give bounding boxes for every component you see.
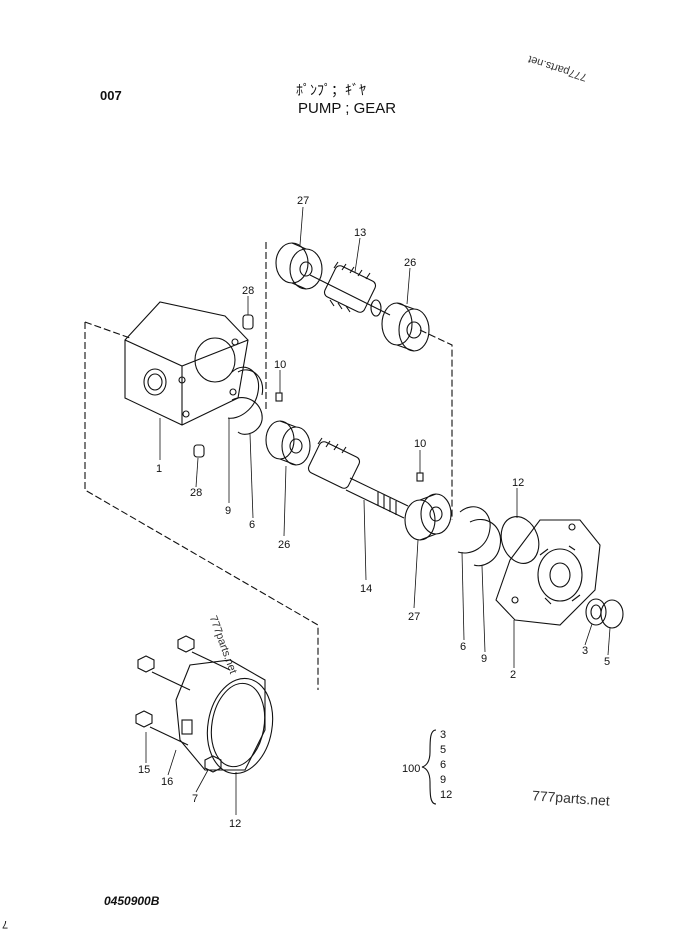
- pin-10-left: [275, 392, 283, 402]
- seal-ring-9-right: [469, 519, 502, 567]
- kit-list: 100 3 5 6 9 12: [402, 729, 452, 801]
- callout-7: 7: [192, 793, 198, 805]
- drive-shaft-14: [307, 437, 409, 519]
- kit-item: 12: [440, 789, 452, 801]
- bearing-26-upper: [381, 302, 430, 352]
- callout-1: 1: [156, 463, 162, 475]
- dowel-pin-28-upper: [242, 314, 254, 330]
- callout-6-left: 6: [249, 519, 255, 531]
- title-english: PUMP ; GEAR: [298, 100, 397, 117]
- flange-7: [175, 659, 266, 771]
- pin-10-right: [416, 472, 424, 482]
- callout-15: 15: [138, 764, 150, 776]
- callout-26-lower: 26: [278, 539, 290, 551]
- drawing-code: 0450900B: [104, 894, 160, 908]
- o-ring-12-lower: [206, 677, 274, 775]
- kit-brace: [421, 729, 437, 805]
- backup-ring-6-right: [457, 506, 491, 554]
- title-japanese: ﾎﾟﾝﾌﾟ；ｷﾞﾔ: [296, 83, 366, 99]
- kit-number: 100: [402, 763, 420, 775]
- callout-12-lower: 12: [229, 818, 241, 830]
- kit-item: 6: [440, 759, 446, 771]
- washer-16: [177, 635, 231, 773]
- callout-9-left: 9: [225, 505, 231, 517]
- bearing-26-lower: [265, 420, 311, 466]
- seal-ring-9-left: [227, 366, 264, 419]
- callout-10-right: 10: [414, 438, 426, 450]
- o-ring-12-right: [500, 516, 540, 564]
- callout-28-lower: 28: [190, 487, 202, 499]
- callout-13: 13: [354, 227, 366, 239]
- assembly-line-right: [419, 329, 453, 520]
- page-number: 007: [100, 88, 122, 103]
- callout-27-upper: 27: [297, 195, 309, 207]
- bearing-27-upper: [275, 242, 323, 290]
- assembly-line-left: [84, 322, 319, 690]
- callout-labels: 27 13 26 28 10 1 28 9 6 26 10 14 27 12 6…: [138, 195, 610, 830]
- dowel-pin-28-lower: [193, 444, 205, 458]
- kit-item: 9: [440, 774, 446, 786]
- kit-item: 3: [440, 729, 446, 741]
- callout-5: 5: [604, 656, 610, 668]
- gear-13: [309, 261, 391, 317]
- kit-item: 5: [440, 744, 446, 756]
- callout-16: 16: [161, 776, 173, 788]
- backup-ring-6-left: [231, 397, 263, 435]
- callout-28-upper: 28: [242, 285, 254, 297]
- snap-ring-5: [600, 599, 624, 629]
- callout-14: 14: [360, 583, 372, 595]
- callout-2: 2: [510, 669, 516, 681]
- bolt-15: [135, 655, 191, 746]
- callout-6-right: 6: [460, 641, 466, 653]
- pump-housing-1: [124, 301, 249, 426]
- callout-3: 3: [582, 645, 588, 657]
- callout-10-left: 10: [274, 359, 286, 371]
- callout-9-right: 9: [481, 653, 487, 665]
- leader-lines: [145, 206, 611, 815]
- callout-26-upper: 26: [404, 257, 416, 269]
- bearing-27-lower: [404, 493, 452, 541]
- callout-27-lower: 27: [408, 611, 420, 623]
- front-cover-2: [495, 519, 601, 626]
- callout-12-right: 12: [512, 477, 524, 489]
- corner-mark: 7: [2, 918, 9, 930]
